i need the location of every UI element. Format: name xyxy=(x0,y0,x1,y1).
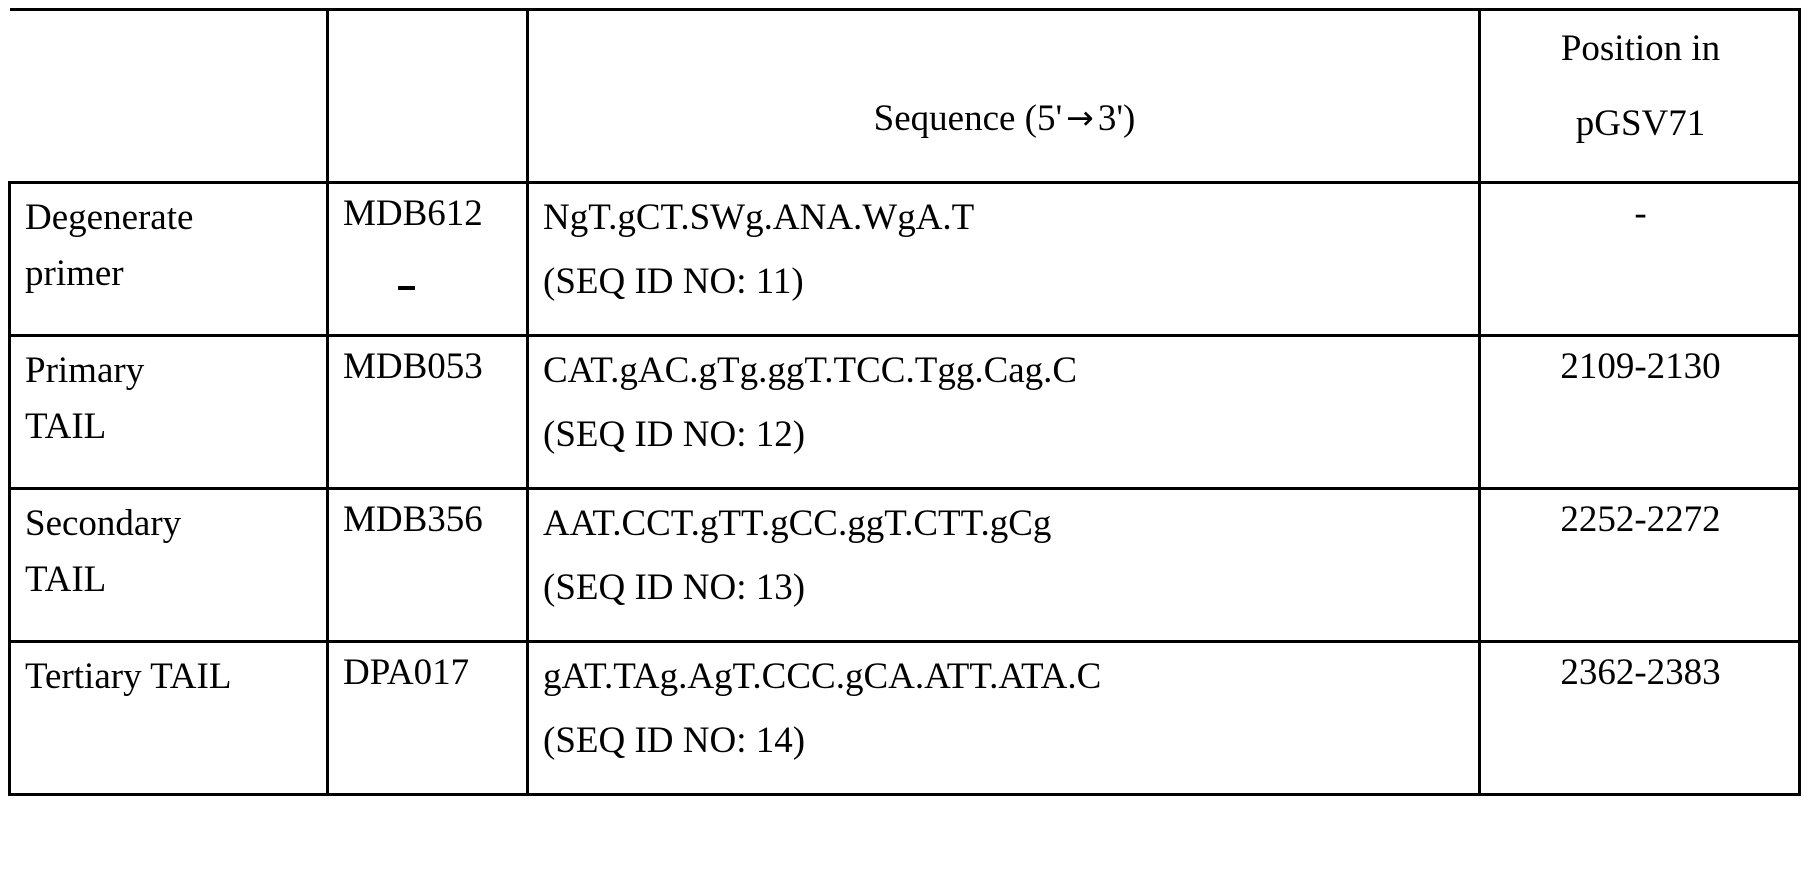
cell-primer-type: Degenerate primer xyxy=(8,181,329,337)
cell-sequence: NgT.gCT.SWg.ANA.WgA.T (SEQ ID NO: 11) xyxy=(526,181,1481,337)
header-position-line-2: pGSV71 xyxy=(1575,102,1706,144)
sequence-text: NgT.gCT.SWg.ANA.WgA.T xyxy=(543,197,975,238)
scan-artifact-speckle xyxy=(26,772,256,777)
cell-primer-type: Tertiary TAIL xyxy=(8,640,329,796)
cell-position: 2252-2272 xyxy=(1478,487,1801,643)
primer-type-line-1: Secondary xyxy=(25,503,182,544)
primer-type-line-1: Tertiary TAIL xyxy=(25,656,232,697)
cell-sequence: gAT.TAg.AgT.CCC.gCA.ATT.ATA.C (SEQ ID NO… xyxy=(526,640,1481,796)
primer-type-line-2: TAIL xyxy=(25,405,107,447)
cell-position: - xyxy=(1478,181,1801,337)
cell-sequence: AAT.CCT.gTT.gCC.ggT.CTT.gCg (SEQ ID NO: … xyxy=(526,487,1481,643)
primer-type-line-1: Degenerate xyxy=(25,197,194,238)
cell-primer-name: DPA017 xyxy=(326,640,529,796)
sequence-text: CAT.gAC.gTg.ggT.TCC.Tgg.Cag.C xyxy=(543,350,1078,391)
cell-primer-name: MDB612 xyxy=(326,181,529,337)
primer-type-line-2: primer xyxy=(25,252,124,294)
cell-primer-name: MDB356 xyxy=(326,487,529,643)
primer-type-line-2: TAIL xyxy=(25,558,107,600)
header-name-column-blank xyxy=(326,8,529,183)
cell-sequence: CAT.gAC.gTg.ggT.TCC.Tgg.Cag.C (SEQ ID NO… xyxy=(526,334,1481,490)
header-sequence-column: Sequence (5'→3') xyxy=(526,8,1481,183)
cell-primer-type: Primary TAIL xyxy=(8,334,329,490)
right-arrow-icon: → xyxy=(1066,97,1094,137)
scan-artifact-dash xyxy=(398,286,415,290)
table-header-row: Sequence (5'→3') Position in pGSV71 xyxy=(9,8,1801,183)
seq-id-text: (SEQ ID NO: 11) xyxy=(543,260,804,302)
header-position-column: Position in pGSV71 xyxy=(1478,8,1801,183)
table-row: Secondary TAIL MDB356 AAT.CCT.gTT.gCC.gg… xyxy=(8,487,1801,643)
seq-id-text: (SEQ ID NO: 14) xyxy=(543,719,806,761)
header-type-column-blank xyxy=(9,8,329,183)
header-sequence-suffix: 3') xyxy=(1097,97,1136,139)
cell-position: 2109-2130 xyxy=(1478,334,1801,490)
cell-primer-type: Secondary TAIL xyxy=(8,487,329,643)
header-sequence-prefix: Sequence (5' xyxy=(873,97,1063,139)
sequence-text: AAT.CCT.gTT.gCC.ggT.CTT.gCg xyxy=(543,503,1052,544)
seq-id-text: (SEQ ID NO: 13) xyxy=(543,566,806,608)
sequence-text: gAT.TAg.AgT.CCC.gCA.ATT.ATA.C xyxy=(543,656,1102,697)
header-position-line-1: Position in xyxy=(1560,28,1721,69)
cell-primer-name: MDB053 xyxy=(326,334,529,490)
seq-id-text: (SEQ ID NO: 12) xyxy=(543,413,806,455)
primer-type-line-1: Primary xyxy=(25,350,145,391)
cell-position: 2362-2383 xyxy=(1478,640,1801,796)
table-row: Primary TAIL MDB053 CAT.gAC.gTg.ggT.TCC.… xyxy=(8,334,1801,490)
table-row: Degenerate primer MDB612 NgT.gCT.SWg.ANA… xyxy=(8,181,1801,337)
primer-table: Sequence (5'→3') Position in pGSV71 Dege… xyxy=(8,8,1801,796)
table-row: Tertiary TAIL DPA017 gAT.TAg.AgT.CCC.gCA… xyxy=(8,640,1801,796)
